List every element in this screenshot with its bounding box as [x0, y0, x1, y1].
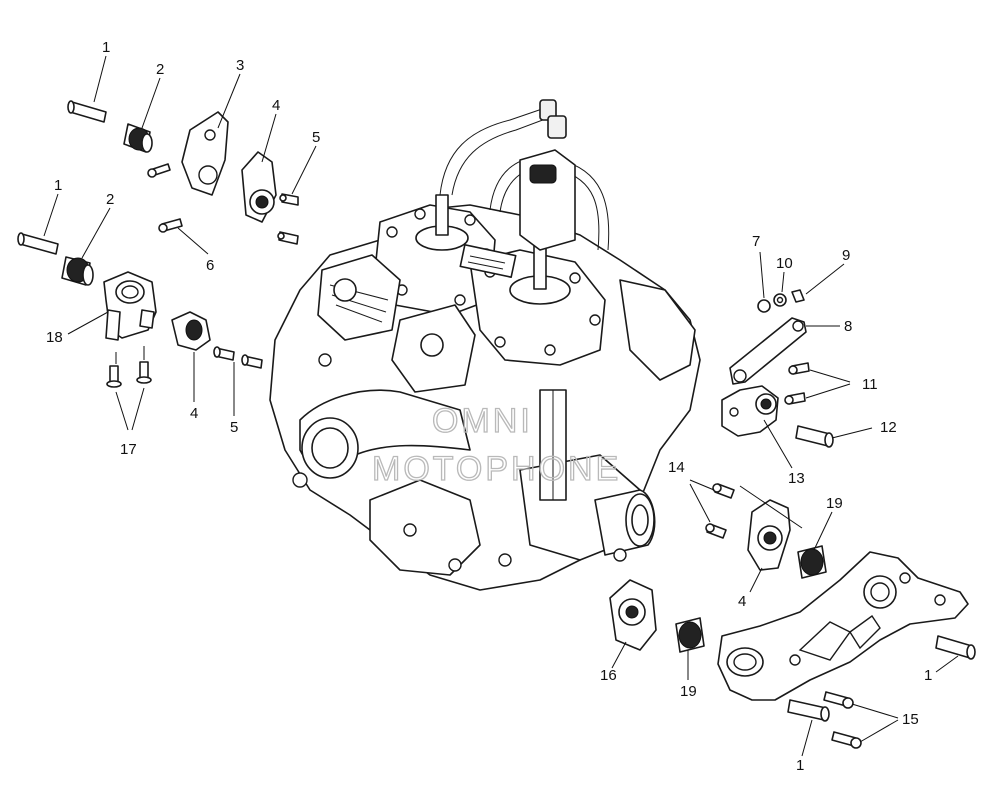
callout-7: 7: [752, 233, 760, 250]
torque-rod-group: [721, 289, 834, 448]
callout-16: 16: [600, 667, 617, 684]
callout-17: 17: [120, 441, 137, 458]
leader-lines: [43, 55, 959, 757]
watermark: OMNI MOTOPHONE: [371, 401, 621, 488]
callout-18: 18: [46, 329, 63, 346]
callout-1-lower: 1: [796, 757, 804, 774]
callout-5-middle: 5: [230, 419, 238, 436]
callout-6: 6: [206, 257, 214, 274]
callout-8: 8: [844, 318, 852, 335]
callout-9: 9: [842, 247, 850, 264]
callout-15: 15: [902, 711, 919, 728]
callout-13: 13: [788, 470, 805, 487]
middle-left-mount-group: [17, 232, 263, 388]
callout-3: 3: [236, 57, 244, 74]
watermark-line-2: MOTOPHONE: [372, 450, 621, 488]
callout-11: 11: [862, 376, 878, 393]
callout-4-upper: 4: [272, 97, 280, 114]
lower-right-mount-group: [609, 483, 976, 749]
watermark-line-1: OMNI: [432, 402, 533, 440]
callout-10: 10: [776, 255, 793, 272]
callout-14: 14: [668, 459, 685, 476]
callout-19-upper: 19: [826, 495, 843, 512]
callout-4-middle: 4: [190, 405, 198, 422]
callout-2-middle: 2: [106, 191, 114, 208]
callout-5-upper: 5: [312, 129, 320, 146]
callout-1-middle: 1: [54, 177, 62, 194]
callout-1-right: 1: [924, 667, 932, 684]
callout-2-upper: 2: [156, 61, 164, 78]
engine-assembly: [269, 99, 701, 591]
callout-4-right: 4: [738, 593, 746, 610]
upper-left-mount-group: [67, 100, 299, 245]
callout-19-lower: 19: [680, 683, 697, 700]
callout-numbers: 1 2 3 4 5 6 1 2 18 17 4 5 7 10 9 8 11 12…: [46, 39, 932, 774]
callout-1-upper: 1: [102, 39, 110, 56]
callout-12: 12: [880, 419, 897, 436]
